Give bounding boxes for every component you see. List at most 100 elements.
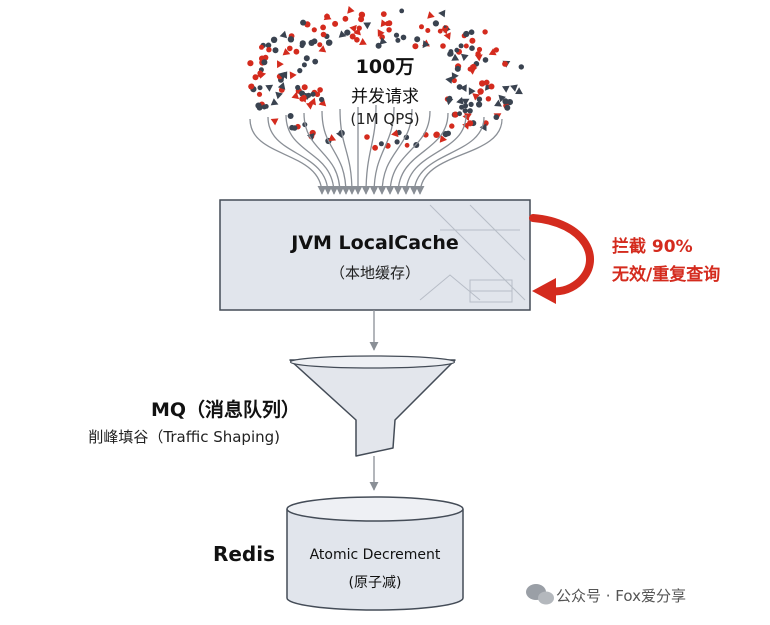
request-arrow: [415, 118, 503, 195]
request-particle: [502, 85, 510, 93]
request-particle: [265, 42, 272, 49]
request-particle: [460, 53, 469, 62]
request-particle: [318, 45, 327, 53]
request-particle: [310, 91, 316, 97]
request-particle: [515, 87, 523, 95]
request-arrow: [361, 104, 377, 195]
request-particle: [518, 64, 524, 70]
request-arrow: [385, 110, 431, 195]
request-particle: [432, 20, 439, 27]
request-particle: [323, 13, 332, 21]
request-particle: [457, 111, 462, 117]
request-particle: [280, 71, 288, 80]
cloud-subtitle: 并发请求: [351, 87, 419, 107]
request-particle: [440, 26, 449, 35]
intercept-curved-arrow: [529, 214, 594, 304]
request-particle: [488, 48, 497, 56]
request-particle: [469, 45, 475, 51]
request-particle: [277, 60, 284, 69]
jvm-localcache-box: [219, 199, 531, 311]
request-particle: [320, 24, 326, 31]
request-particle: [301, 94, 307, 101]
request-particle: [463, 103, 469, 109]
request-particle: [459, 84, 467, 92]
request-particle: [261, 59, 268, 66]
request-particle: [467, 66, 473, 72]
request-arrow: [409, 116, 485, 195]
request-particle: [391, 129, 399, 138]
request-particle: [462, 108, 468, 114]
request-particle: [318, 98, 327, 107]
request-particle: [301, 62, 307, 68]
request-particle: [372, 144, 378, 151]
request-particle: [301, 84, 308, 91]
request-particle: [277, 82, 286, 90]
request-particle: [379, 37, 387, 45]
request-particle: [395, 37, 401, 43]
request-particle: [433, 131, 440, 138]
request-particle: [454, 65, 461, 72]
redis-operation: Atomic Decrement: [309, 547, 441, 563]
request-particle: [304, 92, 312, 101]
request-particle: [468, 29, 475, 35]
request-particle: [261, 104, 267, 110]
request-particle: [297, 68, 303, 74]
request-particle: [380, 19, 388, 28]
request-particle: [308, 39, 315, 47]
cache-sketch-decoration: [419, 204, 526, 303]
request-particle: [353, 27, 361, 36]
request-particle: [314, 91, 321, 98]
request-particle: [359, 38, 367, 45]
request-particle: [320, 31, 327, 38]
request-particle: [400, 34, 407, 41]
request-particle: [452, 111, 459, 118]
request-particle: [319, 96, 325, 103]
request-particle: [282, 48, 291, 56]
request-particle: [504, 104, 511, 111]
request-particle: [438, 9, 446, 18]
request-particle: [469, 37, 476, 44]
request-particle: [467, 120, 474, 127]
request-particle: [380, 11, 387, 17]
request-particle: [259, 44, 264, 50]
request-particle: [386, 20, 393, 27]
request-particle: [256, 91, 263, 97]
request-particle: [295, 84, 301, 91]
request-particle: [306, 102, 314, 110]
request-arrow: [377, 108, 413, 195]
request-particle: [379, 34, 385, 40]
jvm-cache-subtitle: （本地缓存）: [329, 264, 420, 282]
request-particle: [303, 55, 310, 62]
mq-title: MQ（消息队列）: [150, 399, 300, 421]
request-particle: [493, 114, 500, 120]
request-particle: [459, 104, 465, 110]
request-particle: [483, 79, 490, 86]
request-arrow: [369, 106, 395, 195]
request-particle: [448, 49, 454, 54]
request-particle: [270, 98, 279, 106]
request-particle: [364, 134, 370, 140]
request-arrow: [321, 110, 351, 195]
request-particle: [483, 120, 489, 126]
request-particle: [287, 113, 294, 119]
cloud-title: 100万: [355, 56, 415, 78]
request-particle: [463, 43, 469, 49]
request-particle: [482, 29, 488, 35]
request-particle: [440, 43, 446, 49]
request-particle: [427, 11, 435, 19]
request-particle: [378, 141, 384, 147]
request-particle: [479, 123, 487, 132]
request-particle: [488, 83, 495, 90]
request-particle: [439, 135, 447, 143]
request-particle: [287, 36, 295, 43]
request-particle: [404, 142, 410, 148]
request-particle: [270, 36, 278, 43]
request-particle: [358, 16, 365, 23]
request-particle: [476, 46, 483, 53]
request-particle: [443, 32, 451, 40]
request-particle: [311, 27, 317, 33]
request-particle: [442, 131, 449, 138]
request-particle: [394, 139, 400, 145]
watermark-text: 公众号 · Fox爱分享: [556, 587, 686, 605]
